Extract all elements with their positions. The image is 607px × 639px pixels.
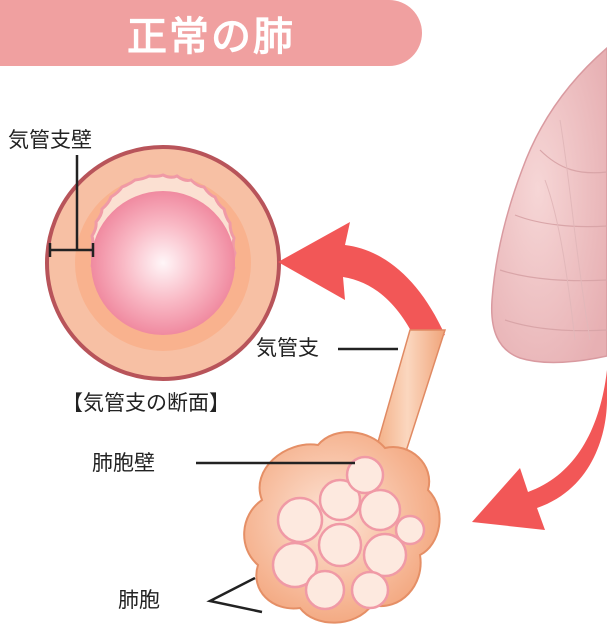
label-cross-section: 【気管支の断面】: [62, 393, 230, 414]
bronchus-cross-section: [47, 147, 279, 379]
alveolus-leader-line: [210, 578, 262, 612]
alveolar-cluster: [244, 432, 439, 623]
arrow-to-alveoli: [472, 370, 607, 530]
label-bronchus: 気管支: [256, 338, 319, 359]
lung-illustration: [492, 48, 607, 362]
label-bronchial-wall: 気管支壁: [8, 130, 92, 151]
label-alveolar-wall: 肺胞壁: [92, 453, 155, 474]
label-alveolus: 肺胞: [118, 590, 160, 611]
